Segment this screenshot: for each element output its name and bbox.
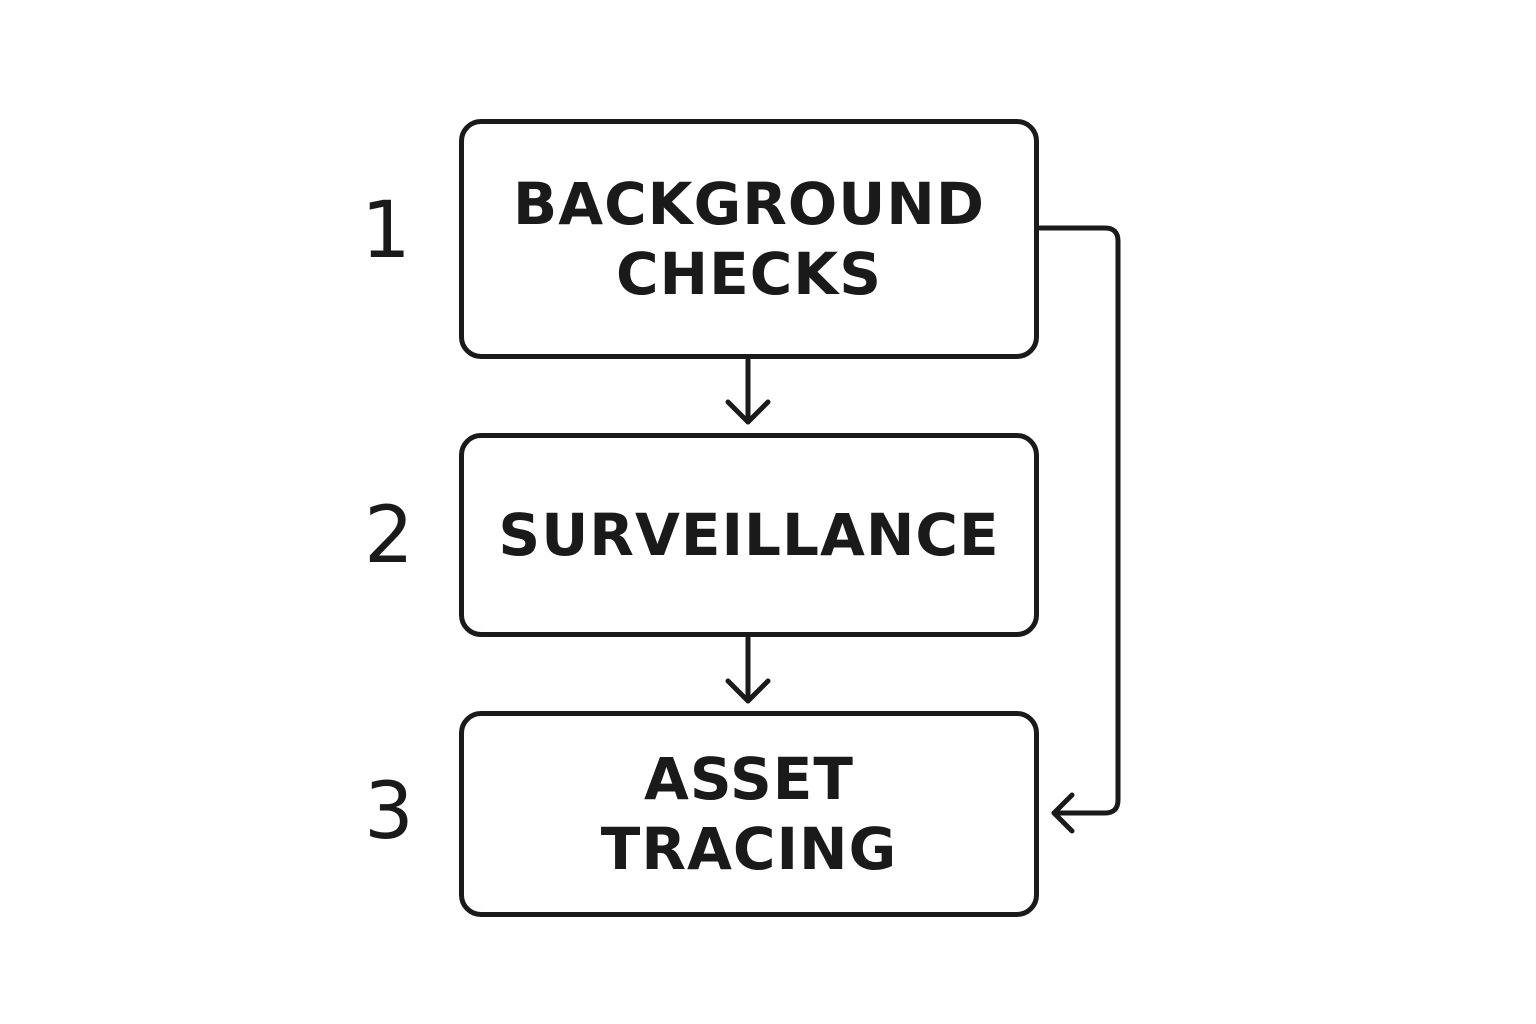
arrow-step2-to-step3 [725,635,771,704]
step-1-label-line-2: CHECKS [615,240,882,308]
step-box-background-checks: BACKGROUND CHECKS [459,119,1039,359]
step-2-label-line-1: SURVEILLANCE [498,501,1000,569]
step-number-1: 1 [361,186,411,276]
step-3-label-line-2: TRACING [600,815,898,883]
step-3-label-line-1: ASSET [643,745,854,813]
arrow-step1-to-step2 [725,357,771,425]
arrow-1-2-head [725,399,771,425]
arrow-step1-to-step3 [1037,225,1121,834]
step-number-3: 3 [364,767,414,857]
step-box-asset-tracing: ASSET TRACING [459,711,1039,917]
arrow-1-3-head [1051,792,1075,834]
arrow-2-3-head [725,678,771,704]
arrow-1-3-path [1037,225,1121,816]
step-number-2: 2 [364,491,414,581]
step-box-surveillance: SURVEILLANCE [459,433,1039,637]
step-1-label-line-1: BACKGROUND [513,170,985,238]
